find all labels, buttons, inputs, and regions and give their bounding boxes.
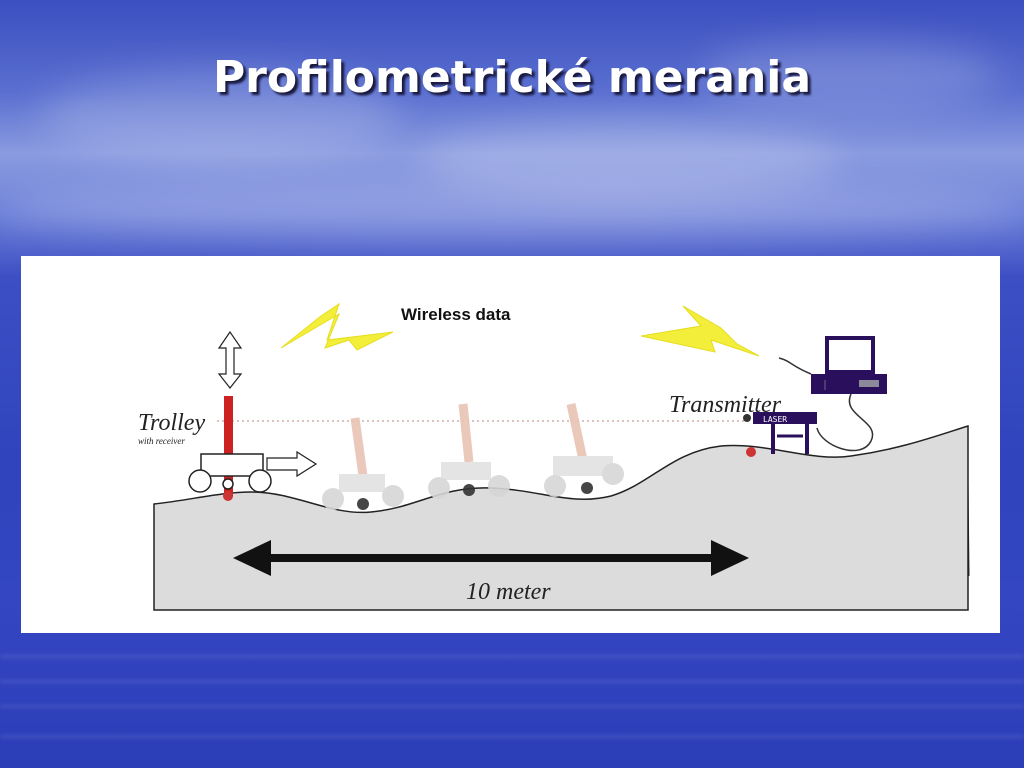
vertical-motion-arrow-icon [217, 330, 243, 389]
faded-trolley [428, 403, 510, 499]
diagram-canvas: Wireless data Trolley with receiver [138, 302, 970, 611]
trolley-sublabel: with receiver [138, 436, 185, 446]
laser-transmitter: LASER [743, 412, 817, 454]
wireless-data-label: Wireless data [401, 305, 511, 324]
transmitter-sensor [746, 447, 756, 457]
water-wave [0, 680, 1024, 683]
water-wave [0, 655, 1024, 658]
trolley-wheel [248, 469, 272, 493]
ground-profile [153, 424, 969, 611]
sky-cloud [0, 180, 1024, 240]
trolley-wheel [188, 469, 212, 493]
laser-label: LASER [763, 415, 787, 424]
trolley-receiver-beam [224, 396, 233, 496]
faded-trolley [322, 417, 404, 510]
ground-edge [967, 481, 970, 577]
wireless-lightning-right-icon [640, 305, 760, 357]
trolley-center-wheel [222, 478, 234, 490]
water-wave [0, 735, 1024, 738]
distance-label: 10 meter [466, 579, 551, 605]
sky-cloud [700, 40, 1000, 110]
trolley-sensor [223, 491, 233, 501]
trolley-label: Trolley [138, 410, 205, 436]
slide-title: Profilometrické merania [212, 52, 812, 103]
trolley-body [200, 453, 264, 477]
sky-cloud [40, 70, 400, 160]
water-wave [0, 705, 1024, 708]
distance-arrow [233, 540, 749, 576]
profilometry-diagram: Wireless data Trolley with receiver [21, 256, 1000, 633]
wireless-lightning-left-icon [280, 302, 394, 351]
sky-cloud [420, 120, 840, 200]
computer-icon [778, 336, 887, 452]
trolley-direction-arrow-icon [266, 450, 318, 478]
faded-trolley [544, 403, 624, 497]
